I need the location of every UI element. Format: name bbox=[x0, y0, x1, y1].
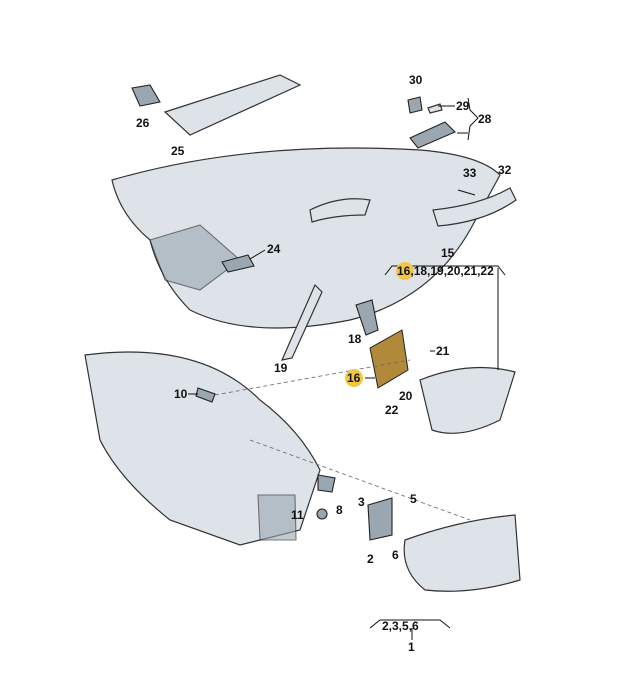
label-3: 3 bbox=[358, 495, 365, 509]
label-11: 11 bbox=[291, 508, 304, 522]
label-15: 15 bbox=[441, 246, 455, 260]
label-15-first: 16 bbox=[397, 264, 411, 278]
part-26 bbox=[131, 84, 161, 107]
part-2 bbox=[367, 497, 393, 541]
label-8: 8 bbox=[336, 503, 343, 517]
label-1: 1 bbox=[408, 640, 415, 654]
screw-33 bbox=[457, 189, 476, 196]
label-10: 10 bbox=[174, 387, 188, 401]
label-32: 32 bbox=[498, 163, 512, 177]
highlight-16 bbox=[345, 369, 363, 387]
label-28: 28 bbox=[478, 112, 492, 126]
label-26: 26 bbox=[136, 116, 150, 130]
label-21: 21 bbox=[436, 344, 450, 358]
part-11 bbox=[316, 508, 328, 520]
highlight-16-group bbox=[396, 262, 414, 280]
part-32 bbox=[432, 187, 517, 227]
brake-light-25 bbox=[163, 74, 302, 136]
part-18 bbox=[355, 299, 379, 336]
label-30: 30 bbox=[409, 73, 423, 87]
part-30 bbox=[407, 96, 423, 114]
inner-tail-light bbox=[419, 366, 516, 434]
label-29: 29 bbox=[456, 99, 470, 113]
label-24: 24 bbox=[267, 242, 281, 256]
outer-tail-light bbox=[403, 514, 521, 592]
label-16: 16 bbox=[347, 371, 361, 385]
part-10 bbox=[195, 387, 216, 403]
trunk-lid bbox=[111, 147, 501, 329]
label-18: 18 bbox=[348, 332, 362, 346]
label-2: 2 bbox=[367, 552, 374, 566]
label-20: 20 bbox=[399, 389, 413, 403]
part-28 bbox=[409, 121, 456, 149]
label-19: 19 bbox=[274, 361, 288, 375]
part-8 bbox=[317, 474, 336, 493]
leader-lines bbox=[188, 97, 506, 640]
part-16-bulb-carrier bbox=[369, 329, 409, 389]
part-29 bbox=[427, 103, 443, 114]
part-19 bbox=[280, 283, 323, 361]
label-15-rest: ,18,19,20,21,22 bbox=[410, 264, 494, 278]
label-33: 33 bbox=[463, 166, 477, 180]
label-22: 22 bbox=[385, 403, 399, 417]
label-25: 25 bbox=[171, 144, 185, 158]
label-15-contents: 16,18,19,20,21,22 bbox=[397, 264, 494, 278]
label-6: 6 bbox=[392, 548, 399, 562]
label-1-contents: 2,3,5,6 bbox=[382, 619, 419, 633]
label-5: 5 bbox=[410, 492, 417, 506]
part-24 bbox=[221, 254, 255, 273]
